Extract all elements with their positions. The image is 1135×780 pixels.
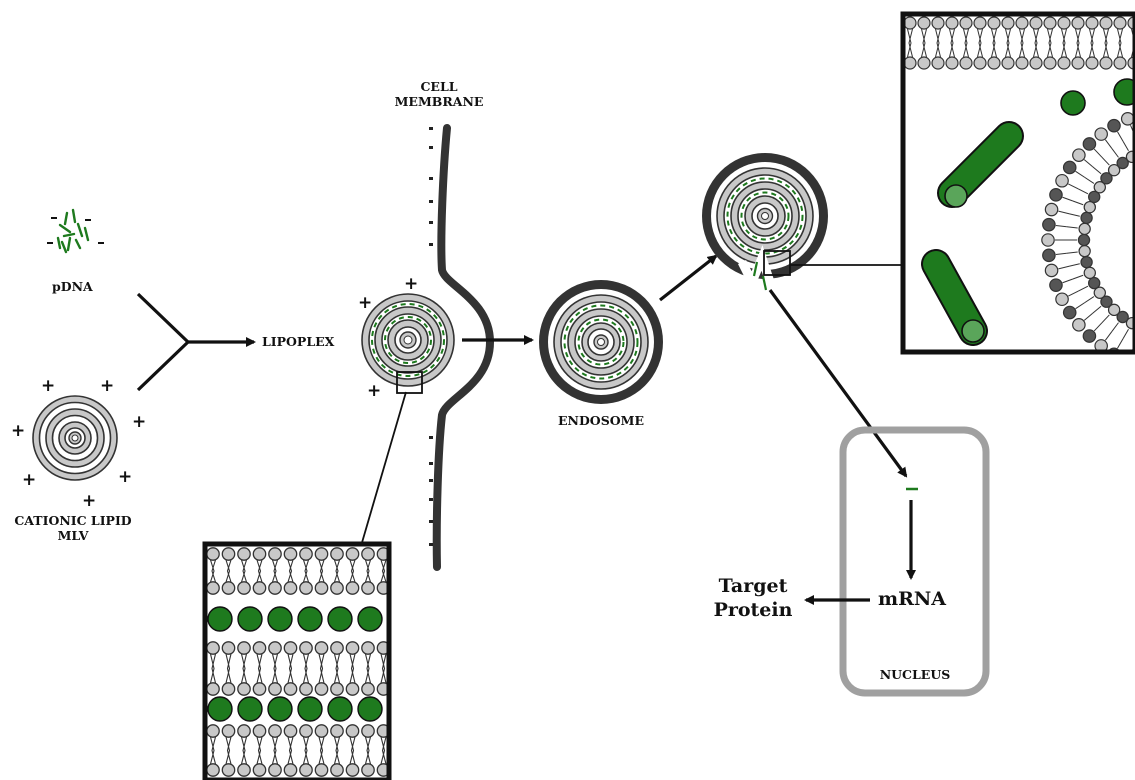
lipoplex-label: LIPOPLEX [262,335,362,349]
merge-arrow [138,294,254,390]
cell-membrane-label-line1: CELL [404,80,474,94]
membrane-minus-sign [429,462,433,465]
pdna-label: pDNA [52,280,92,294]
mrna-label: mRNA [870,589,954,611]
membrane-minus-sign [429,498,433,501]
membrane-minus-sign [429,479,433,482]
lipoplex-plus-sign: + [367,383,381,400]
membrane-minus-sign [429,243,433,246]
pdna-cluster [58,210,88,252]
endosome-escape [702,153,828,290]
mlv-plus-sign: + [118,469,132,486]
membrane-minus-sign [429,146,433,149]
nuclear-entry-arrow [770,290,906,476]
nucleus [843,430,986,693]
membrane-minus-sign [429,200,433,203]
membrane-minus-sign [429,436,433,439]
membrane-minus-sign [429,127,433,130]
cationic-lipid-mlv-label-line1: CATIONIC LIPID [0,514,146,528]
lipoplex-plus-sign: + [404,276,418,293]
mlv-plus-sign: + [100,378,114,395]
membrane-minus-sign [429,543,433,546]
membrane-minus-sign [429,177,433,180]
membrane-minus-sign [429,520,433,523]
cationic-lipid-mlv [33,396,117,480]
maturation-arrow [660,256,716,300]
membrane-minus-sign [429,221,433,224]
target-protein-label-line2: Protein [708,600,798,622]
cationic-lipid-mlv-label-line2: MLV [0,529,146,543]
nucleus-label: NUCLEUS [860,668,970,682]
endosome-label: ENDOSOME [548,414,654,428]
mlv-plus-sign: + [132,414,146,431]
mlv-plus-sign: + [41,378,55,395]
endosome [539,280,663,404]
lipoplex-inset [205,544,412,780]
lipoplex-plus-sign: + [358,295,372,312]
zoom-line-lipoplex [361,392,406,546]
cell-membrane-label-line2: MEMBRANE [381,95,497,109]
target-protein-label-line1: Target [708,576,798,598]
mlv-plus-sign: + [22,472,36,489]
lipoplex [362,294,454,393]
mlv-plus-sign: + [82,493,96,510]
mlv-plus-sign: + [11,423,25,440]
endosome-inset [903,14,1135,376]
